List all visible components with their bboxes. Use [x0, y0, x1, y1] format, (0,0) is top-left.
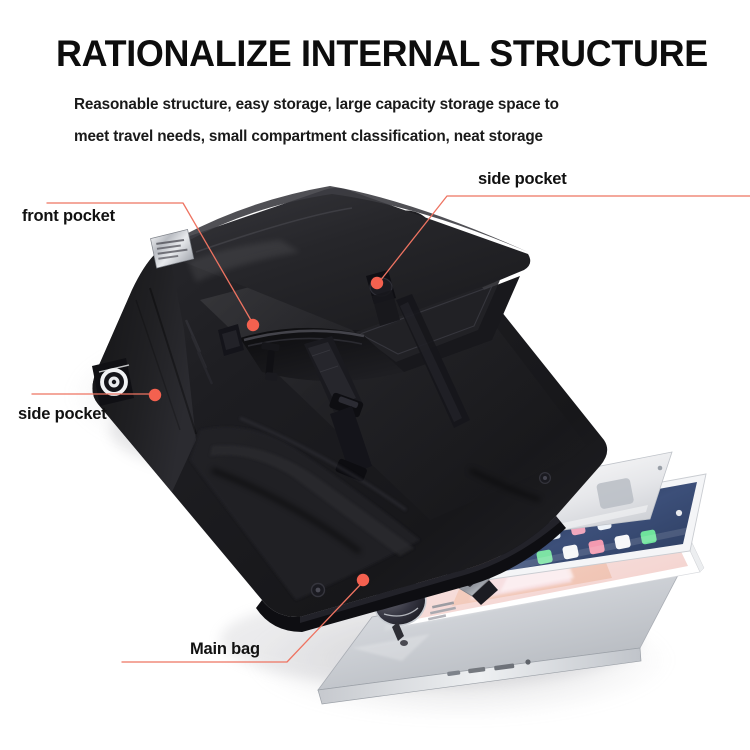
- strap-bottom-webbing: [330, 406, 372, 482]
- callout-side-pocket-top: [370, 195, 750, 290]
- callout-label-front-pocket: front pocket: [22, 207, 115, 225]
- page-title: RATIONALIZE INTERNAL STRUCTURE: [56, 33, 708, 74]
- power-bank-panel: [596, 478, 634, 509]
- callout-dot-front-pocket: [246, 318, 260, 332]
- callout-side-pocket-bottom: [31, 388, 162, 402]
- callout-dot-side-pocket-top: [370, 276, 384, 290]
- backpack: [92, 186, 608, 632]
- reflective-label-patch: [150, 228, 195, 269]
- bag-bottom-hem: [256, 516, 566, 632]
- body-highlight: [200, 240, 590, 520]
- side-padding-ribs: [184, 319, 214, 385]
- zipper-pull: [261, 342, 280, 382]
- callout-label-side-pocket-bottom: side pocket: [18, 405, 107, 423]
- strap-right-long: [396, 294, 470, 428]
- page-subtitle: Reasonable structure, easy storage, larg…: [74, 89, 684, 153]
- callout-line-main-bag: [121, 583, 362, 663]
- callout-front-pocket: [46, 202, 260, 332]
- callout-dot-main-bag: [356, 573, 370, 587]
- callout-label-side-pocket-top: side pocket: [478, 170, 567, 188]
- callout-dot-side-pocket-bottom: [148, 388, 162, 402]
- strap-buckle-middle: [304, 336, 364, 418]
- callout-line-side-pocket-top: [379, 195, 750, 282]
- callout-main-bag: [121, 573, 370, 663]
- strap-loop-left: [218, 324, 244, 356]
- backpack-flap: [170, 188, 531, 333]
- snap-rivets: [310, 472, 551, 598]
- subtitle-line-1: Reasonable structure, easy storage, larg…: [74, 96, 559, 113]
- subtitle-line-2: meet travel needs, small compartment cla…: [74, 128, 543, 145]
- backpack-side-panel: [92, 245, 196, 492]
- callout-label-main-bag: Main bag: [190, 640, 260, 658]
- callout-line-front-pocket: [46, 202, 253, 323]
- fabric-folds: [211, 416, 541, 555]
